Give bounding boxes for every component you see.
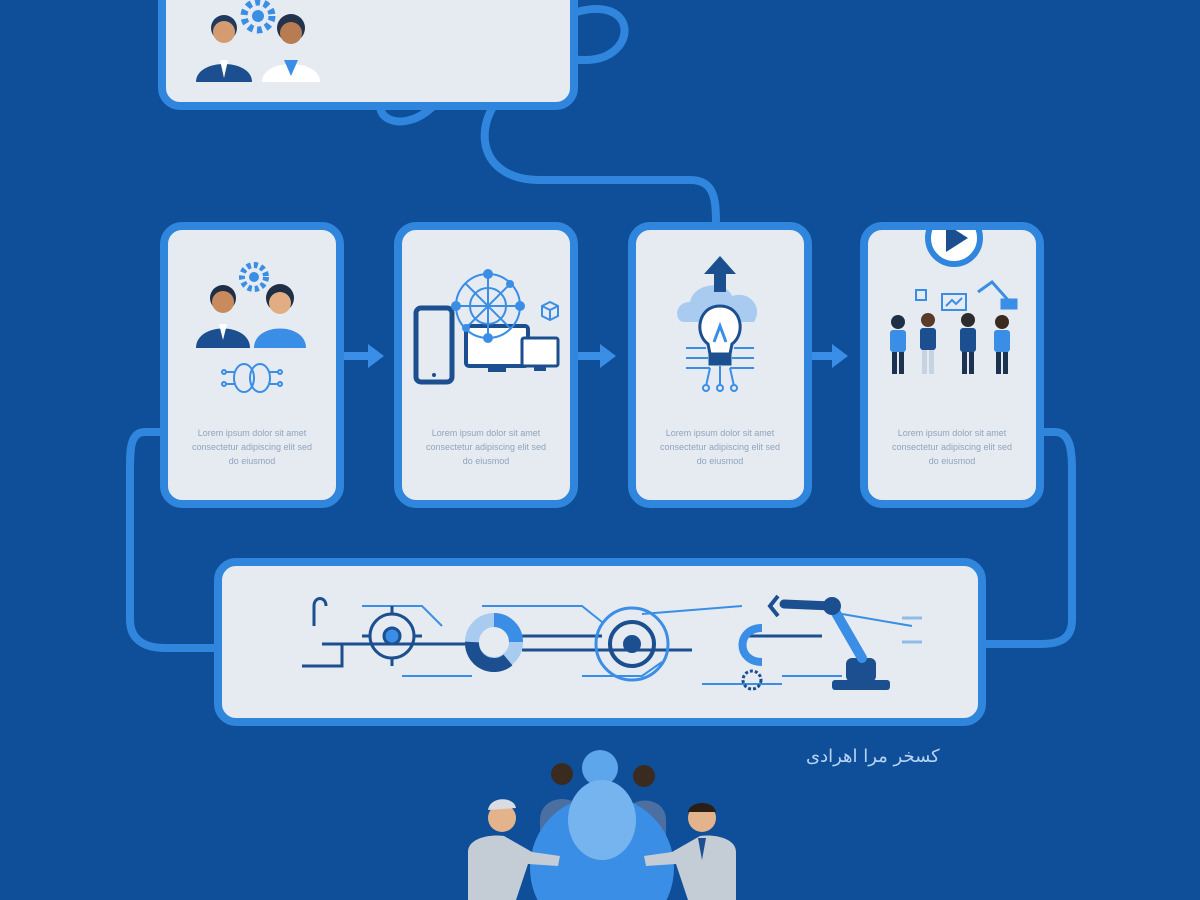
lightbulb-chip-icon — [698, 304, 742, 366]
core-circle-icon — [594, 606, 670, 682]
target-icon — [362, 606, 422, 666]
card-4-text: Lorem ipsum dolor sit amet consectetur a… — [891, 428, 1013, 466]
circuit-line — [902, 616, 922, 644]
robot-arm-icon — [977, 279, 1018, 310]
cube-icon — [541, 300, 559, 322]
brain-icon — [221, 363, 283, 393]
card-1-text: Lorem ipsum dolor sit amet consectetur a… — [191, 428, 313, 466]
gear-icon — [240, 0, 276, 34]
devices-icon — [413, 305, 560, 385]
top-panel — [158, 0, 578, 110]
arrow-card2-card3 — [578, 344, 616, 368]
card3-illustration — [677, 256, 758, 392]
circuit-line — [302, 597, 344, 668]
step-card-1: Lorem ipsum dolor sit amet consectetur a… — [160, 222, 344, 508]
bottom-caption: کسخر مرا اهرادی — [806, 746, 940, 767]
card-2-text: Lorem ipsum dolor sit amet consectetur a… — [425, 428, 547, 466]
right-loop-connector — [981, 428, 1076, 648]
card1-illustration — [196, 262, 306, 393]
arrow-card1-card2 — [344, 344, 384, 368]
card-3-text: Lorem ipsum dolor sit amet consectetur a… — [659, 428, 781, 466]
team-icon — [196, 0, 320, 82]
donut-chart-icon — [465, 613, 523, 673]
people-group-icon — [890, 313, 1010, 374]
arrow-card3-card4 — [810, 344, 848, 368]
step-card-2: Lorem ipsum dolor sit amet consectetur a… — [394, 222, 578, 508]
step-card-4: Lorem ipsum dolor sit amet consectetur a… — [860, 222, 1044, 508]
card4-illustration — [890, 230, 1018, 374]
card2-illustration — [413, 269, 560, 385]
magnet-icon — [738, 624, 763, 666]
play-icon — [925, 230, 983, 267]
circuit-technology-illustration — [302, 594, 922, 691]
chart-board-icon — [915, 289, 967, 311]
circuit-lines-icon — [686, 347, 754, 392]
gear-icon — [239, 262, 269, 292]
team-icon — [196, 284, 306, 348]
technology-banner — [214, 558, 986, 726]
gear-icon — [741, 669, 763, 691]
circuit-line — [362, 605, 913, 677]
circuit-line — [582, 661, 782, 685]
step-card-3: Lorem ipsum dolor sit amet consectetur a… — [628, 222, 812, 508]
network-icon — [451, 269, 525, 343]
left-loop-connector — [126, 428, 219, 652]
robot-arm-icon — [767, 594, 890, 690]
